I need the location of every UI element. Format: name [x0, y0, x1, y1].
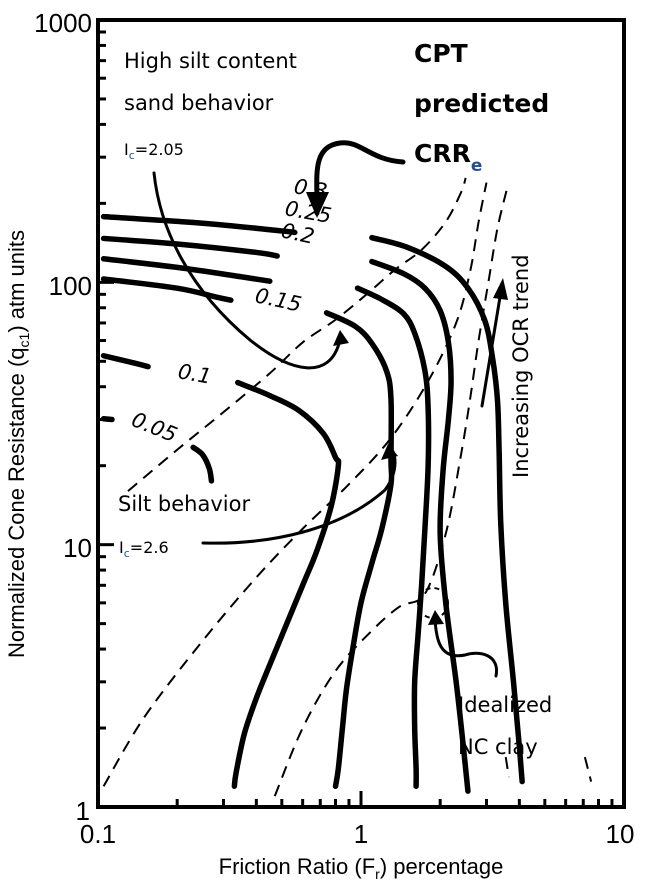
- contour-line-0.1-segment-1: [231, 379, 342, 789]
- contour-line-0.2-segment-1: [354, 285, 432, 789]
- ocr-trend-arrow-line: [480, 283, 504, 408]
- silt-callout-curve: [201, 446, 397, 545]
- ic-boundary-line-1: [127, 177, 467, 492]
- y-tick-label: 1: [76, 796, 90, 826]
- contour-line-0.15-segment-1: [323, 310, 395, 789]
- high-silt-callout-curve: [152, 171, 342, 370]
- plot-frame: [96, 18, 626, 809]
- annotation-nc-clay-line2: NC clay: [458, 735, 538, 759]
- contour-label-0.3: 0.3: [292, 174, 329, 203]
- ic-boundary-line-3: [504, 756, 510, 778]
- ic-boundary-line-4: [583, 756, 593, 782]
- contour-line-0.25-segment-0: [100, 235, 280, 259]
- annotation-arrows: [152, 140, 508, 678]
- annotation-crr: CRRe: [414, 139, 482, 176]
- crr-callout-curve: [314, 140, 406, 216]
- nc-clay-callout-curve: [433, 616, 498, 678]
- contour-lines: [100, 213, 525, 794]
- x-tick-label: 1: [354, 819, 368, 849]
- contour-line-0.2-segment-0: [100, 255, 273, 284]
- contour-line-0.1-segment-0: [100, 352, 151, 370]
- ocr-trend-arrowhead-icon: [493, 278, 508, 300]
- axis-ticks: [98, 30, 614, 807]
- annotation-cpt: CPT: [414, 39, 468, 68]
- annotation-silt-ic: Ic=2.6: [119, 538, 169, 560]
- contour-line-0.25-segment-1: [369, 258, 471, 794]
- x-tick-label: 0.1: [80, 819, 116, 849]
- annotation-predicted: predicted: [414, 89, 549, 118]
- contour-label-0.1: 0.1: [176, 359, 213, 388]
- y-tick-label: 10: [63, 533, 92, 563]
- annotation-ocr-trend: Increasing OCR trend: [509, 254, 533, 478]
- annotation-high-silt-ic: Ic=2.05: [124, 140, 184, 162]
- annotation-high-silt-line1: High silt content: [124, 49, 297, 73]
- x-tick-label: 10: [606, 819, 635, 849]
- high-silt-arrowhead-icon: [333, 330, 349, 346]
- annotation-nc-clay-line1: Idealized: [458, 693, 552, 717]
- ic-boundary-line-2: [273, 187, 509, 797]
- contour-line-0.3-segment-1: [369, 234, 525, 785]
- y-axis-title: Normalized Cone Resistance (qc1) atm uni…: [4, 230, 32, 658]
- annotation-high-silt-line2: sand behavior: [124, 91, 274, 115]
- y-tick-label: 100: [49, 271, 92, 301]
- contour-line-0.05-segment-1: [190, 444, 215, 484]
- annotation-silt-behavior: Silt behavior: [118, 492, 250, 516]
- ic-boundary-lines: [102, 177, 593, 797]
- nc-clay-circle: [417, 587, 449, 619]
- contour-line-0.3-segment-0: [100, 213, 298, 236]
- ic-boundary-line-0: [102, 182, 488, 787]
- y-tick-label: 1000: [34, 8, 92, 38]
- x-axis-title: Friction Ratio (Fr) percentage: [219, 854, 504, 882]
- contour-label-0.05: 0.05: [128, 407, 180, 447]
- crr-arrowhead-icon: [306, 192, 329, 218]
- contour-line-0.15-segment-0: [100, 276, 234, 303]
- contour-label-0.15: 0.15: [253, 283, 304, 316]
- silt-arrowhead-icon: [381, 444, 398, 460]
